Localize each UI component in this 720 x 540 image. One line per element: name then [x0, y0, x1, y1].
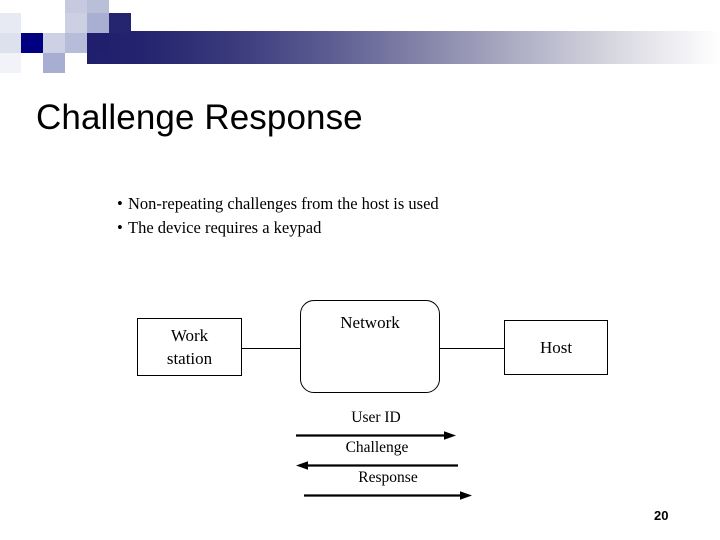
node-label-line1: Work	[170, 326, 209, 345]
arrow-right-icon	[304, 491, 472, 500]
diagram-node-network: Network	[300, 300, 440, 393]
list-item: • The device requires a keypad	[117, 216, 637, 240]
page-number: 20	[654, 508, 669, 523]
message-label: Challenge	[345, 439, 409, 456]
list-item-label: Non-repeating challenges from the host i…	[128, 194, 439, 213]
message-challenge: Challenge	[296, 438, 458, 472]
link-workstation-network	[241, 348, 303, 349]
node-label: Host	[539, 337, 573, 357]
diagram-node-host: Host	[504, 320, 608, 375]
bullet-marker-icon: •	[117, 194, 123, 213]
node-label-line2: station	[166, 349, 213, 368]
bullet-marker-icon: •	[117, 218, 123, 237]
message-user-id: User ID	[296, 408, 456, 442]
page-title: Challenge Response	[36, 98, 363, 137]
link-network-host	[437, 348, 507, 349]
list-item-label: The device requires a keypad	[128, 218, 322, 237]
message-response: Response	[304, 468, 472, 502]
list-item: • Non-repeating challenges from the host …	[117, 192, 637, 216]
diagram-node-workstation: Work station	[137, 318, 242, 376]
message-label: User ID	[351, 409, 401, 426]
bullet-list: • Non-repeating challenges from the host …	[117, 192, 637, 240]
message-label: Response	[358, 469, 418, 486]
arrow-left-icon	[296, 461, 458, 470]
arrow-right-icon	[296, 431, 456, 440]
node-label: Network	[340, 313, 400, 332]
